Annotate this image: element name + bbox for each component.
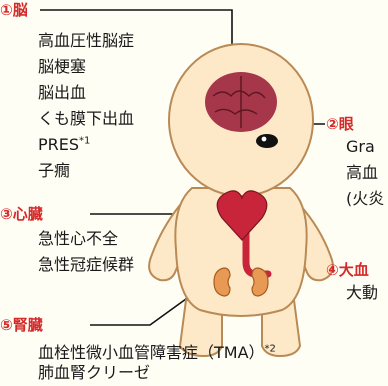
kidney-icon	[213, 267, 269, 297]
eye-number: ②	[326, 115, 339, 133]
eye-icon	[256, 134, 278, 148]
brain-title: 脳	[12, 1, 28, 19]
heart-list: 急性心不全 急性冠症候群	[38, 226, 134, 278]
right-leg	[261, 299, 302, 358]
list-item-cut: 肺血腎クリーゼ	[38, 363, 151, 382]
list-item: 血栓性微小血管障害症（TMA）*2	[38, 340, 276, 366]
list-item: 高血	[346, 163, 379, 182]
footnote-mark: *1	[79, 135, 91, 147]
left-leg	[178, 299, 223, 358]
list-item: 大動	[346, 283, 379, 302]
list-item: (火炎	[346, 189, 385, 208]
brain-icon	[205, 72, 277, 132]
figure	[148, 43, 334, 358]
brain-heading: ①脳	[0, 1, 28, 19]
eye-heading: ②眼	[326, 115, 354, 133]
heart-number: ③	[0, 205, 13, 223]
list-item-text: PRES	[38, 135, 80, 154]
heart-title: 心臓	[12, 205, 43, 223]
list-item: 脳出血	[38, 83, 87, 102]
list-item: 急性心不全	[38, 229, 119, 248]
list-item: PRES*1	[38, 132, 134, 158]
list-item: 子癇	[38, 161, 71, 180]
kidney-list: 血栓性微小血管障害症（TMA）*2 肺血腎クリーゼ	[38, 340, 276, 386]
brain-list: 高血圧性脳症 脳梗塞 脳出血 くも膜下出血 PRES*1 子癇	[38, 28, 134, 184]
list-item: 脳梗塞	[38, 57, 87, 76]
list-item: くも膜下出血	[38, 109, 135, 128]
torso	[174, 187, 308, 317]
list-item: 急性冠症候群	[38, 255, 135, 274]
aorta-number: ④	[326, 261, 339, 279]
kidney-number: ⑤	[0, 316, 13, 334]
list-item-text: 血栓性微小血管障害症（TMA）	[38, 343, 265, 362]
eye-title: 眼	[338, 115, 354, 133]
list-item: 高血圧性脳症	[38, 31, 135, 50]
aorta-list: 大動	[346, 280, 378, 306]
aorta-heading: ④大血	[326, 261, 369, 279]
heart-heading: ③心臓	[0, 205, 43, 223]
eye-list: Gra 高血 (火炎	[346, 134, 384, 212]
kidney-heading: ⑤腎臓	[0, 316, 43, 334]
footnote-mark: *2	[264, 343, 276, 355]
list-item: Gra	[346, 137, 375, 156]
aorta-title: 大血	[338, 261, 369, 279]
brain-number: ①	[0, 1, 13, 19]
kidney-title: 腎臓	[12, 316, 43, 334]
